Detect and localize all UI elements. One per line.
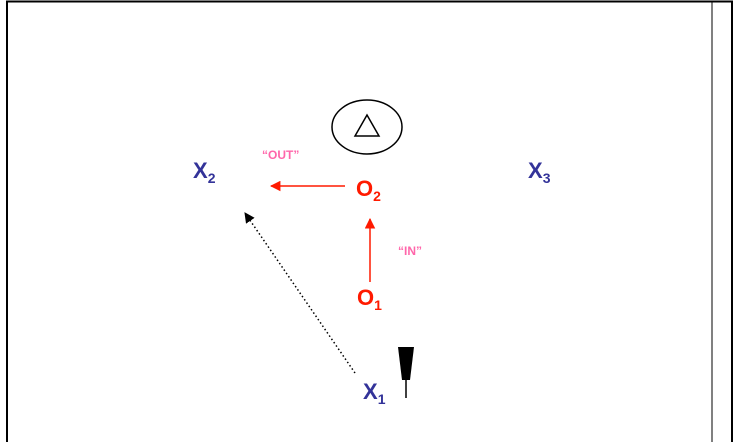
player-x3: X3 [528,158,551,186]
player-x2: X2 [193,158,216,186]
triangle-icon [331,99,403,155]
in-call-label: “IN” [398,244,422,258]
player-o1: O1 [357,285,382,313]
player-x1: X1 [363,379,386,407]
player-o2: O2 [356,176,381,204]
cone-icon [398,347,414,398]
out-call-label: “OUT” [262,148,300,162]
pass-line [244,212,356,374]
